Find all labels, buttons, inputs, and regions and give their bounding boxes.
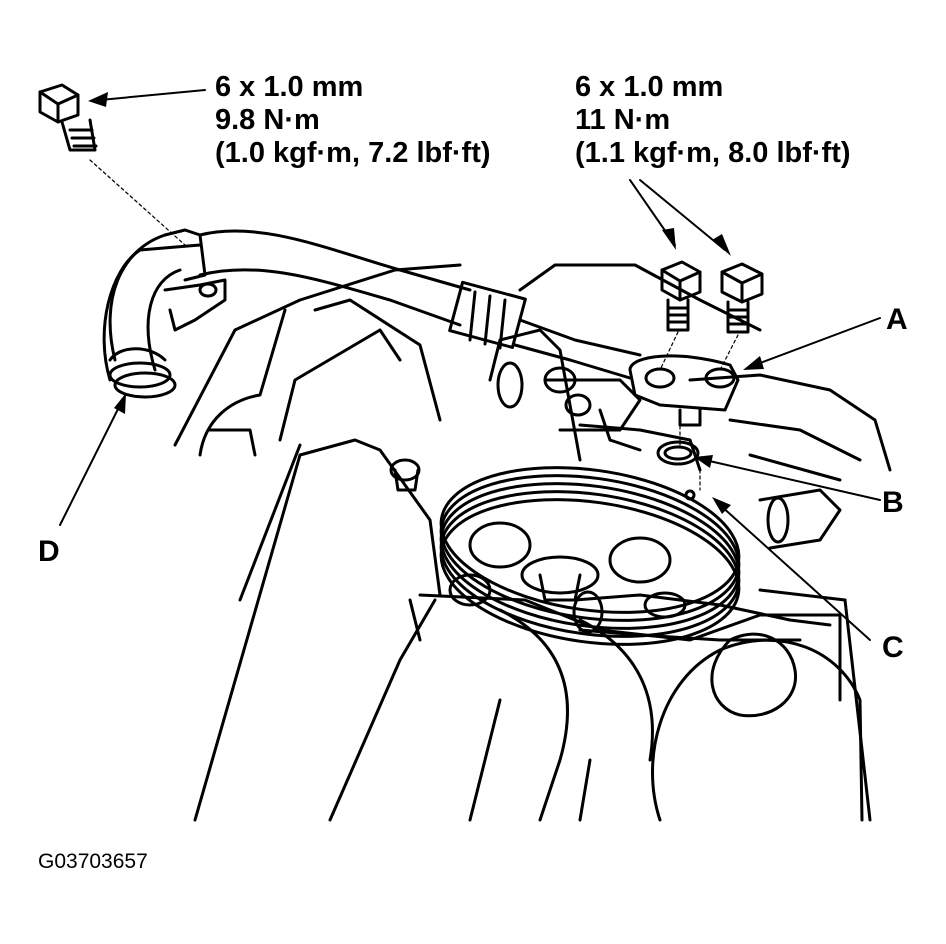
callout-c: C [882, 631, 904, 664]
installation-guide-lines [90, 160, 738, 490]
o-ring-b [658, 442, 698, 464]
figure-id: G03703657 [38, 850, 148, 873]
arrowheads [88, 92, 764, 514]
callout-a: A [886, 303, 908, 336]
pump-body [391, 330, 700, 499]
spec-left-torque-alt: (1.0 kgf·m, 7.2 lbf·ft) [215, 137, 491, 169]
spec-left-thread: 6 x 1.0 mm [215, 71, 364, 103]
spec-right-torque: 11 N·m [575, 104, 671, 136]
callout-d: D [38, 535, 60, 568]
outlet-fitting-a [630, 356, 738, 425]
suction-hose-d [110, 230, 225, 397]
engine-block-outline [104, 245, 890, 480]
bolt-right-1 [662, 262, 700, 330]
spec-right-thread: 6 x 1.0 mm [575, 71, 724, 103]
torque-spec-left: 6 x 1.0 mm 9.8 N·m (1.0 kgf·m, 7.2 lbf·f… [215, 71, 491, 170]
bolt-left [40, 85, 96, 150]
callout-b: B [882, 486, 904, 519]
high-pressure-hose [200, 231, 640, 378]
spec-left-torque: 9.8 N·m [215, 104, 320, 136]
bolt-right-2 [722, 264, 762, 332]
torque-spec-right: 6 x 1.0 mm 11 N·m (1.1 kgf·m, 8.0 lbf·ft… [575, 71, 851, 170]
hose-c [574, 490, 840, 640]
pump-pulley [432, 450, 749, 662]
leader-lines [60, 90, 880, 640]
spec-right-torque-alt: (1.1 kgf·m, 8.0 lbf·ft) [575, 137, 851, 169]
